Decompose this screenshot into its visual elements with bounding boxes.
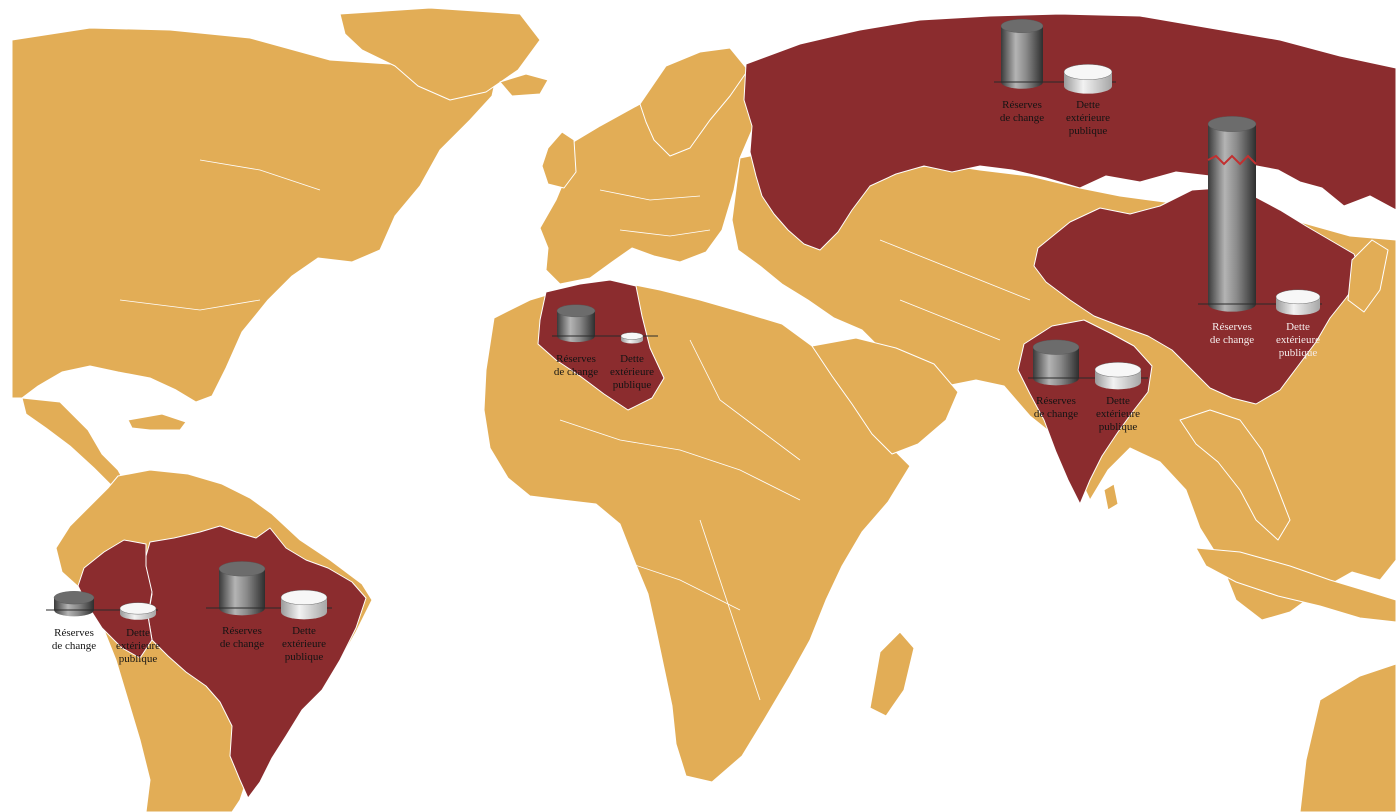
debt-cylinder-russia <box>1063 64 1113 94</box>
debt-label-brazil: publique <box>285 651 324 663</box>
reserves-label-brazil: Réserves <box>222 625 262 637</box>
reserves-cylinder-brazil <box>218 561 266 616</box>
country-indonesia <box>1195 547 1396 623</box>
reserves-cylinder-algeria <box>556 304 596 343</box>
reserves-label-russia: de change <box>1000 112 1044 124</box>
reserves-label-china: de change <box>1210 334 1254 346</box>
reserves-label-russia: Réserves <box>1002 99 1042 111</box>
country-greenland <box>339 7 541 101</box>
debt-label-algeria: extérieure <box>610 366 654 378</box>
country-russia <box>743 13 1396 251</box>
country-sri-lanka <box>1103 483 1119 511</box>
debt-label-peru: publique <box>119 653 158 665</box>
country-cuba <box>127 413 187 431</box>
debt-label-china: publique <box>1279 347 1318 359</box>
reserves-label-peru: Réserves <box>54 627 94 639</box>
debt-label-algeria: Dette <box>620 353 644 365</box>
country-japan <box>1347 239 1389 313</box>
reserves-cylinder-russia <box>1000 19 1044 89</box>
reserves-label-algeria: Réserves <box>556 353 596 365</box>
reserves-cylinder-india <box>1032 339 1080 386</box>
axis-break-china <box>1207 154 1257 166</box>
reserves-cylinder-china <box>1207 116 1257 312</box>
country-madagascar <box>869 631 915 717</box>
country-scandinavia <box>639 47 749 157</box>
country-uk <box>541 131 577 189</box>
country-borders <box>119 159 1031 701</box>
debt-label-india: publique <box>1099 421 1138 433</box>
debt-cylinder-peru <box>119 602 157 620</box>
debt-label-china: Dette <box>1286 321 1310 333</box>
country-southeast-asia <box>1179 409 1291 541</box>
debt-label-brazil: extérieure <box>282 638 326 650</box>
debt-label-algeria: publique <box>613 379 652 391</box>
debt-label-peru: Dette <box>126 627 150 639</box>
country-iceland <box>499 73 549 97</box>
country-arabia <box>811 337 959 455</box>
debt-label-china: extérieure <box>1276 334 1320 346</box>
debt-label-russia: publique <box>1069 125 1108 137</box>
reserves-label-india: de change <box>1034 408 1078 420</box>
debt-cylinder-brazil <box>280 589 328 620</box>
country-africa <box>483 281 911 783</box>
debt-cylinder-india <box>1094 362 1142 390</box>
debt-label-india: extérieure <box>1096 408 1140 420</box>
debt-cylinder-algeria <box>620 332 644 344</box>
reserves-cylinder-peru <box>53 591 95 617</box>
debt-label-russia: Dette <box>1076 99 1100 111</box>
reserves-label-algeria: de change <box>554 366 598 378</box>
reserves-label-india: Réserves <box>1036 395 1076 407</box>
reserves-label-peru: de change <box>52 640 96 652</box>
debt-label-peru: extérieure <box>116 640 160 652</box>
debt-label-russia: extérieure <box>1066 112 1110 124</box>
debt-label-india: Dette <box>1106 395 1130 407</box>
reserves-label-china: Réserves <box>1212 321 1252 333</box>
debt-cylinder-china <box>1275 289 1321 316</box>
country-australia <box>1299 663 1396 812</box>
country-china <box>1033 187 1363 405</box>
reserves-label-brazil: de change <box>220 638 264 650</box>
debt-label-brazil: Dette <box>292 625 316 637</box>
